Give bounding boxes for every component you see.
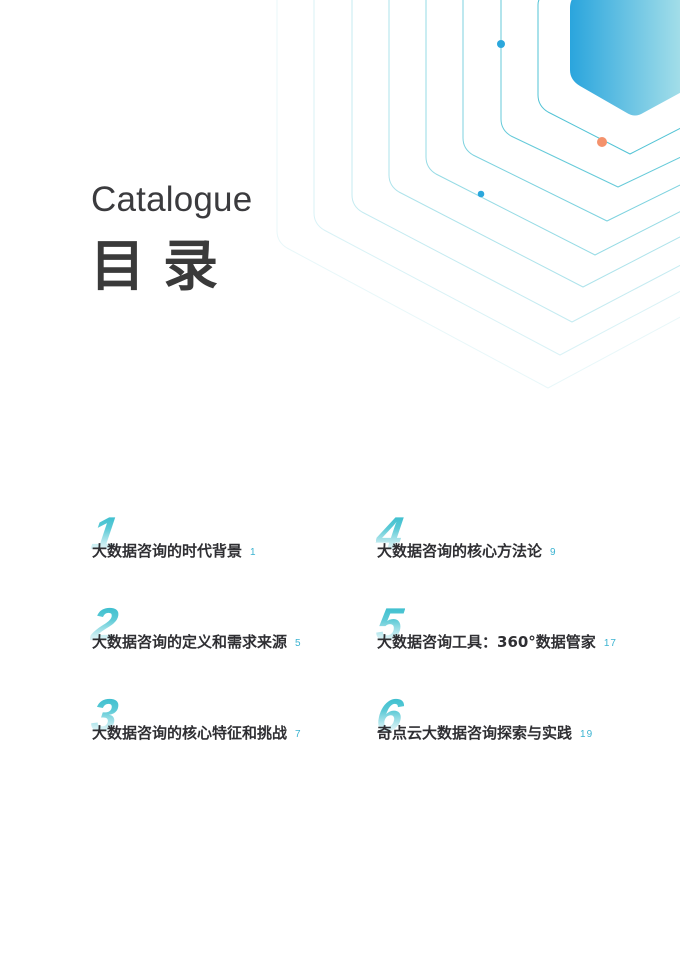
chapter-title-line: 大数据咨询的定义和需求来源 5 (92, 632, 302, 654)
chapter-title: 大数据咨询的定义和需求来源 (92, 633, 288, 651)
catalogue-title: Catalogue (91, 180, 253, 219)
chapter-title-line: 大数据咨询的时代背景 1 (92, 541, 257, 563)
chapter-title: 大数据咨询的核心方法论 (377, 542, 543, 560)
page-number: 5 (295, 638, 302, 649)
chapter-title-line: 大数据咨询的核心方法论 9 (377, 541, 557, 563)
page-number: 9 (550, 547, 557, 558)
page-number: 1 (250, 547, 257, 558)
chapter-title: 大数据咨询的时代背景 (92, 542, 243, 560)
chapter-title: 大数据咨询的核心特征和挑战 (92, 724, 288, 742)
chapter-title: 奇点云大数据咨询探索与实践 (377, 724, 573, 742)
contents-title-cn: 目录 (90, 234, 237, 298)
toc-item-1[interactable]: 1 大数据咨询的时代背景 1 (88, 507, 372, 570)
chapter-title-line: 大数据咨询的核心特征和挑战 7 (92, 723, 302, 745)
chapter-title: 大数据咨询工具：360°数据管家 (377, 633, 596, 651)
chapter-title-line: 奇点云大数据咨询探索与实践 19 (377, 723, 593, 745)
page-number: 7 (295, 729, 302, 740)
chapter-title-line: 大数据咨询工具：360°数据管家 17 (377, 632, 617, 654)
page-number: 19 (580, 729, 594, 740)
page-number: 17 (603, 638, 617, 649)
